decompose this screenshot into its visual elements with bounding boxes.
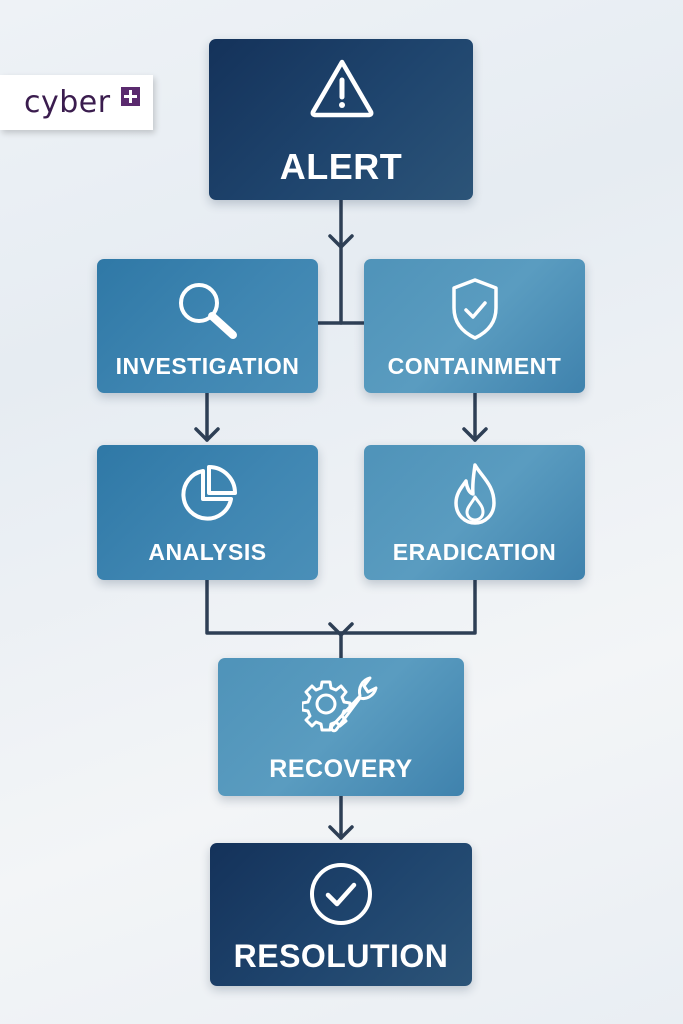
node-label: RECOVERY bbox=[269, 755, 413, 783]
check-circle-icon bbox=[310, 863, 372, 925]
arrow-alert bbox=[328, 234, 354, 249]
node-label: RESOLUTION bbox=[233, 938, 449, 974]
magnifier-icon bbox=[179, 283, 237, 339]
node-resolution: RESOLUTION bbox=[210, 843, 472, 986]
connector-merge bbox=[205, 578, 477, 635]
arrow-resolution bbox=[328, 825, 354, 840]
brand-logo: cyber bbox=[0, 75, 153, 130]
node-containment: CONTAINMENT bbox=[364, 259, 585, 393]
pie-chart-icon bbox=[181, 465, 237, 521]
logo-text: cyber bbox=[24, 85, 111, 120]
flame-icon bbox=[454, 463, 496, 525]
node-recovery: RECOVERY bbox=[218, 658, 464, 796]
node-eradication: ERADICATION bbox=[364, 445, 585, 580]
node-label: INVESTIGATION bbox=[115, 353, 300, 379]
node-label: ERADICATION bbox=[392, 539, 557, 565]
node-label: ANALYSIS bbox=[148, 539, 267, 565]
plus-icon bbox=[121, 87, 140, 106]
gear-wrench-icon bbox=[302, 676, 378, 733]
node-analysis: ANALYSIS bbox=[97, 445, 318, 580]
arrow-eradication bbox=[462, 427, 488, 442]
node-investigation: INVESTIGATION bbox=[97, 259, 318, 393]
node-label: ALERT bbox=[279, 146, 403, 187]
node-alert: ALERT bbox=[209, 39, 473, 200]
arrow-analysis bbox=[194, 427, 220, 442]
shield-check-icon bbox=[452, 278, 498, 340]
warning-triangle-icon bbox=[310, 59, 374, 118]
node-label: CONTAINMENT bbox=[387, 353, 562, 379]
